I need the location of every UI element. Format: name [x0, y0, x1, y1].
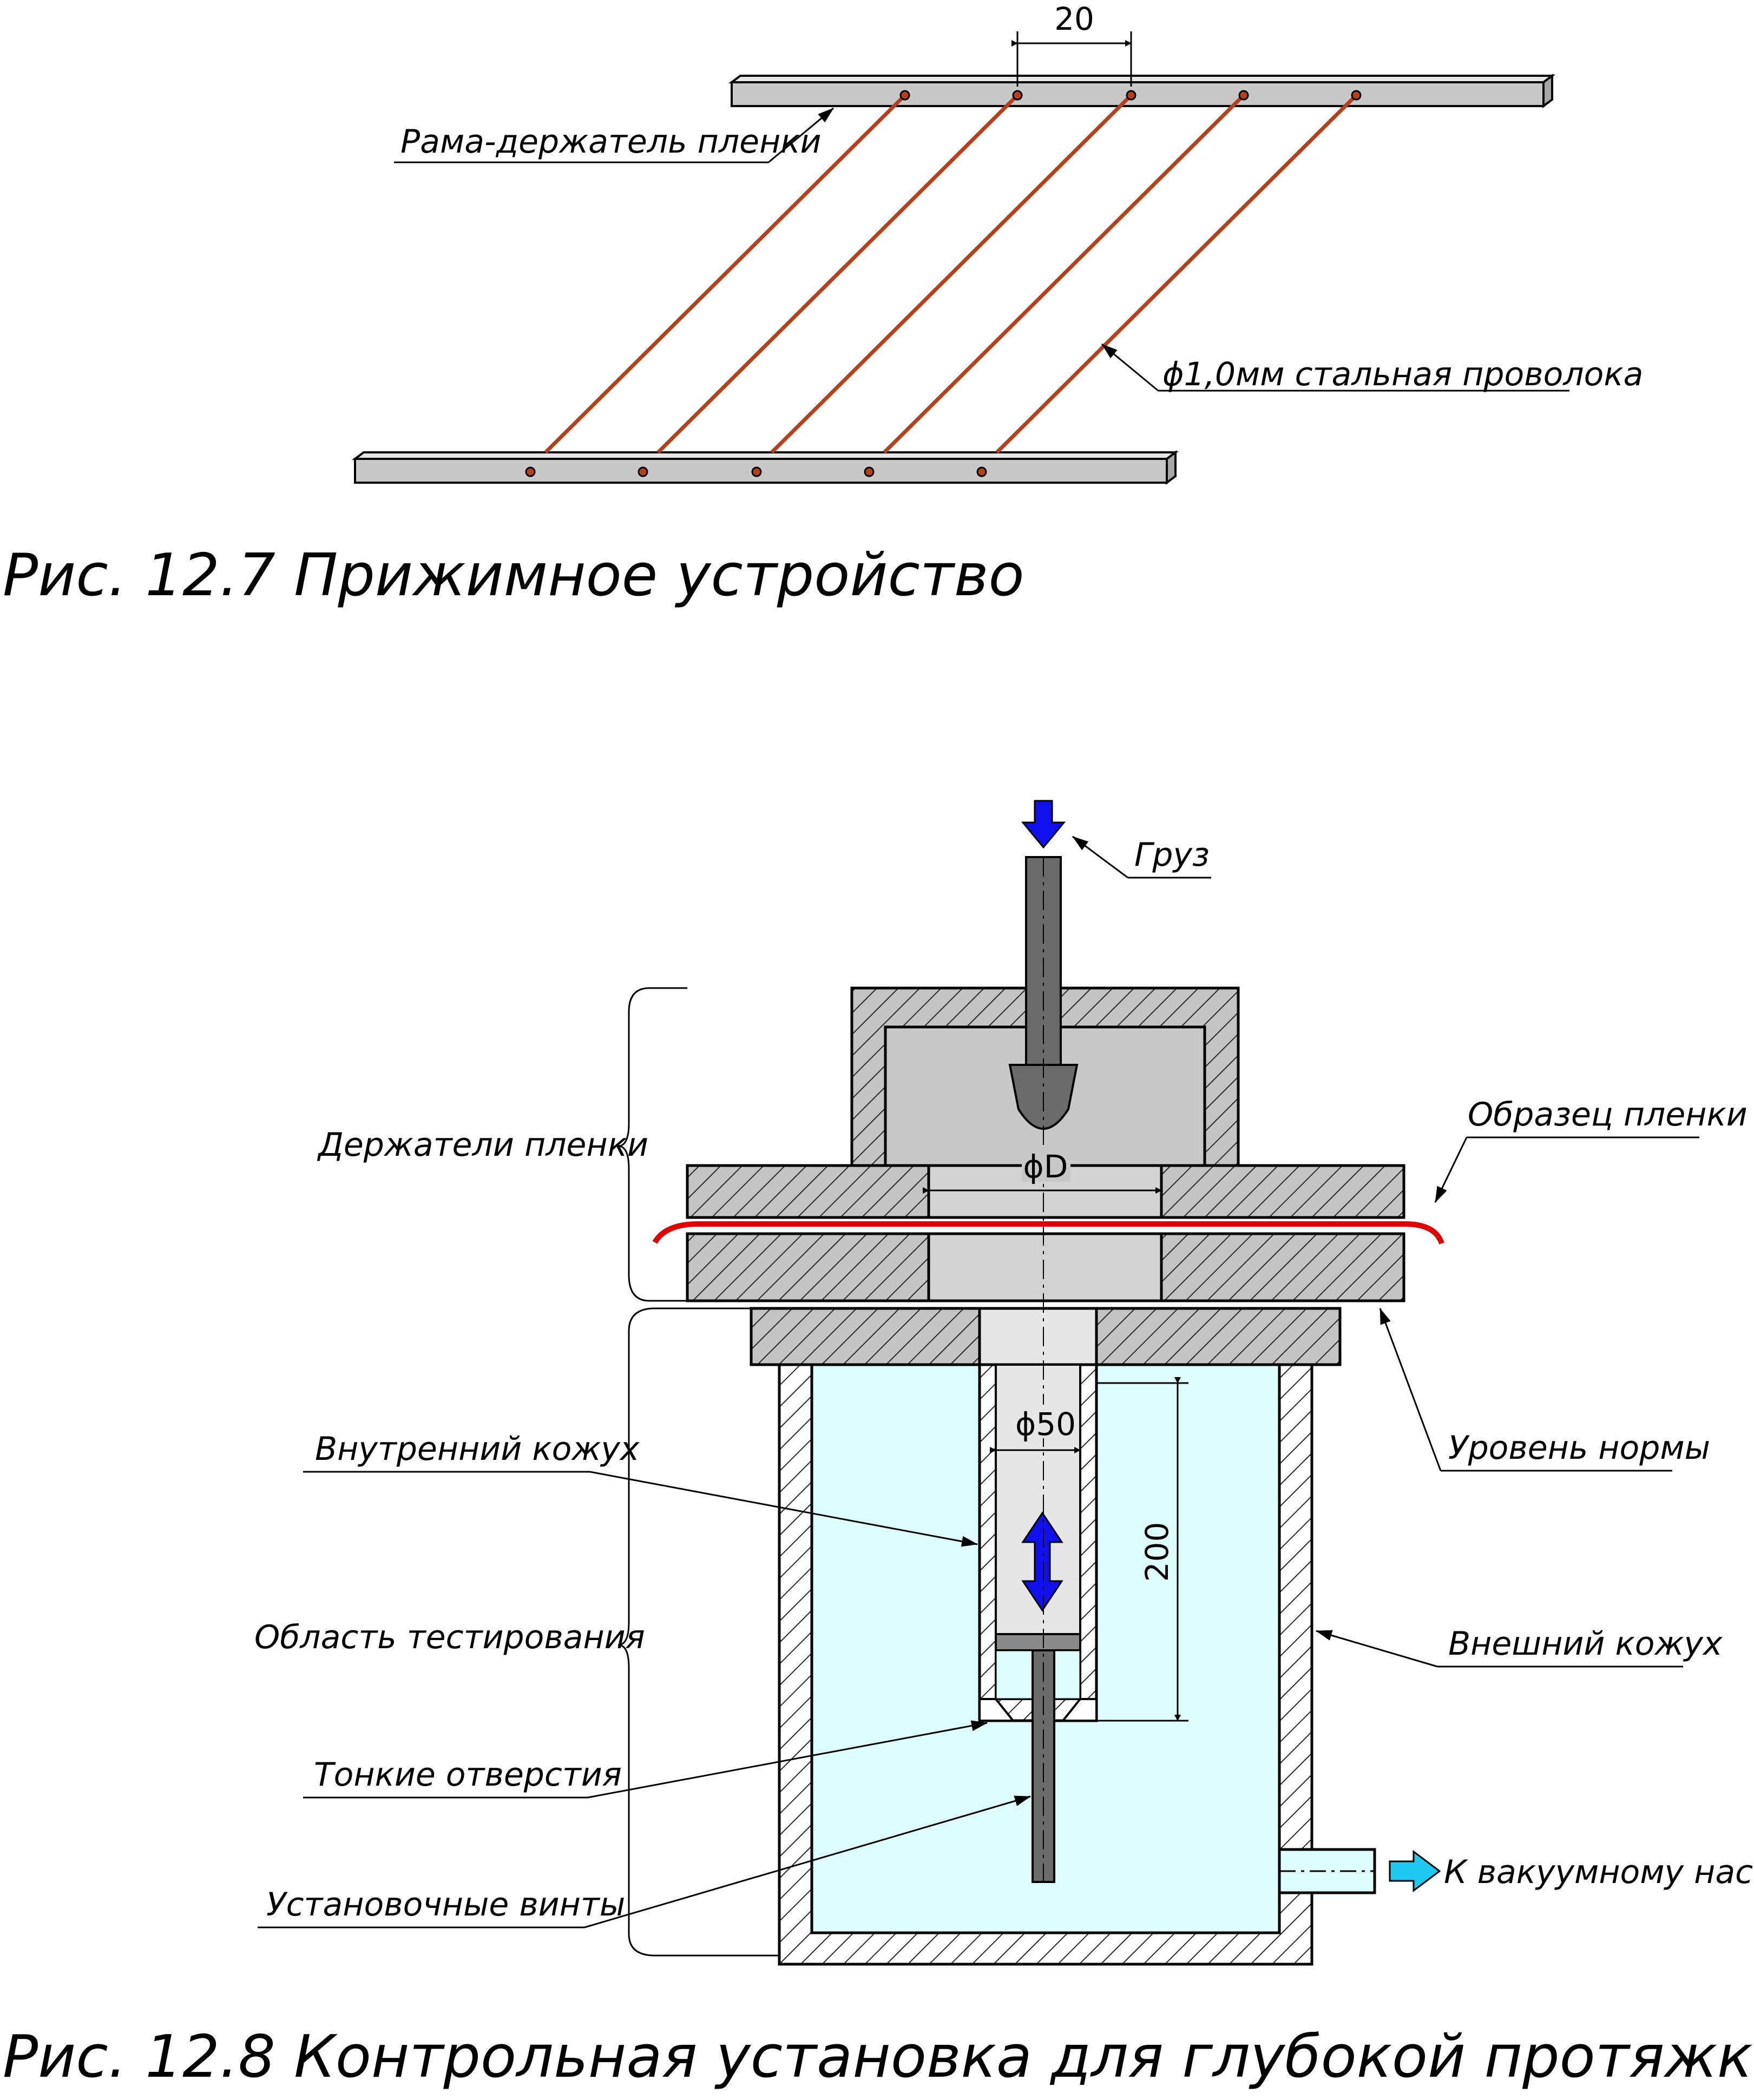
dim-D-label: ϕD — [1023, 1148, 1068, 1185]
wire-4 — [883, 94, 1245, 454]
film-sample — [652, 1221, 1444, 1245]
outer-casing-label: Внешний кожух — [1448, 1625, 1723, 1663]
film-sample-label: Образец пленки — [1468, 1096, 1748, 1134]
dim-D-bg — [1022, 1147, 1070, 1182]
pitch-dimension-label: 20 — [1054, 1, 1094, 37]
fine-holes-label: Тонкие отверстия — [314, 1756, 622, 1794]
wire-leader — [1101, 343, 1569, 392]
wire-2 — [656, 94, 1019, 454]
film-holders-label: Держатели пленки — [317, 1126, 648, 1164]
vacuum-label: К вакуумному насосу — [1444, 1853, 1754, 1891]
vacuum-arrow — [1389, 1850, 1441, 1892]
load-leader — [1072, 835, 1211, 879]
frame-leader — [394, 107, 834, 163]
wire-5 — [995, 94, 1358, 454]
test-area-brace — [617, 1307, 779, 1957]
upper-frame-bar — [728, 74, 1555, 108]
vacuum-port — [1278, 1848, 1441, 1894]
set-screws-leader — [258, 1795, 1031, 1928]
fine-holes-leader — [303, 1720, 988, 1799]
inner-casing-label: Внутренний кожух — [315, 1430, 640, 1468]
wire-3 — [770, 94, 1133, 454]
load-arrow — [1021, 800, 1066, 849]
figure-12-7: 20 Рама-держатель пленки ϕ1,0мм стальная… — [3, 1, 1643, 609]
norm-level-label: Уровень нормы — [1448, 1429, 1710, 1467]
figure-12-8-caption: Рис. 12.8 Контрольная установка для глуб… — [3, 2023, 1754, 2091]
figure-12-8: ϕD ϕ50 200 Груз Держатели пленки Образец… — [3, 800, 1754, 2091]
lower-film-holder — [686, 1232, 1405, 1302]
dim-50-bg — [1015, 1405, 1073, 1438]
wire-label: ϕ1,0мм стальная проволока — [1162, 356, 1643, 393]
test-area-label: Область тестирования — [254, 1618, 645, 1656]
inner-casing-leader — [303, 1471, 978, 1547]
motion-arrow — [1021, 1511, 1063, 1612]
outer-casing-leader — [1316, 1630, 1683, 1668]
norm-level-leader — [1379, 1308, 1672, 1472]
load-label: Груз — [1134, 836, 1210, 874]
dim-200-label: 200 — [1139, 1522, 1175, 1582]
dim-200 — [1096, 1377, 1188, 1722]
set-screws-label: Установочные винты — [266, 1886, 625, 1924]
figure-12-7-caption: Рис. 12.7 Прижимное устройство — [3, 542, 1024, 609]
film-holders-brace — [617, 987, 687, 1302]
steel-wires — [544, 94, 1358, 454]
dim-50-label: ϕ50 — [1015, 1406, 1076, 1443]
frame-holes — [525, 90, 1362, 477]
pitch-dimension — [1011, 31, 1132, 87]
film-sample-leader — [1434, 1136, 1699, 1203]
lower-frame-bar — [352, 450, 1179, 485]
frame-label: Рама-держатель пленки — [400, 123, 822, 161]
wire-1 — [544, 94, 906, 454]
